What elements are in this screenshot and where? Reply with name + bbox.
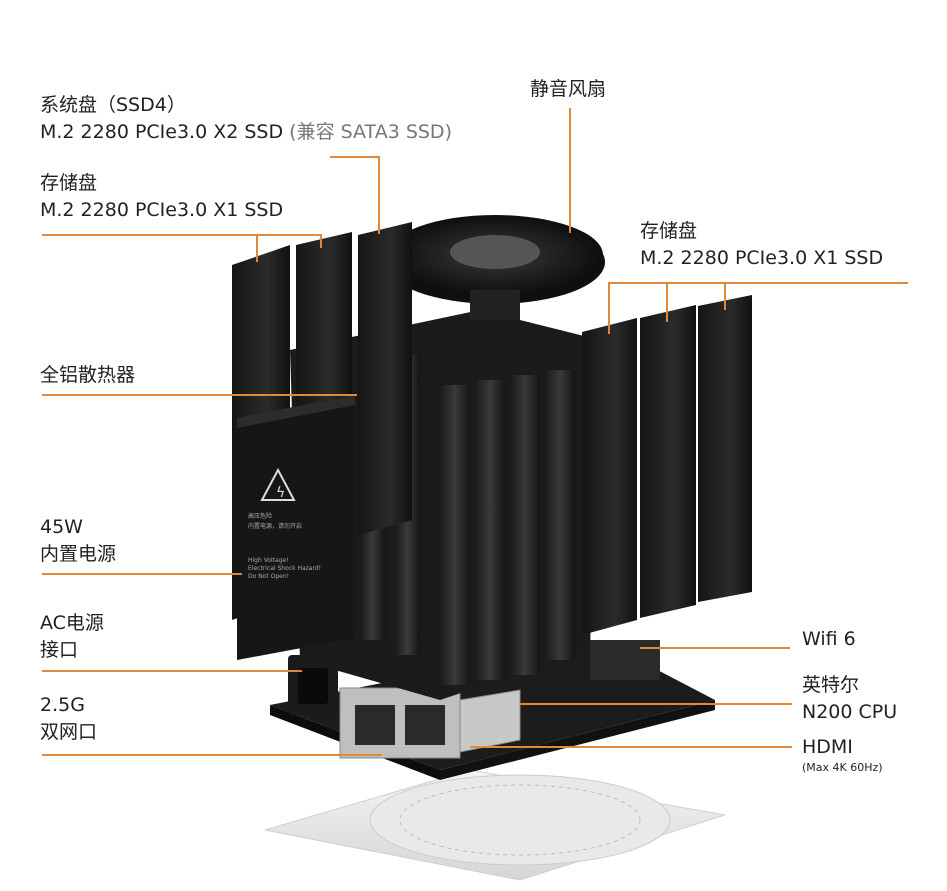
hdmi-title: HDMI xyxy=(802,736,853,758)
heatsink-title: 全铝散热器 xyxy=(40,364,136,386)
svg-text:ϟ: ϟ xyxy=(276,485,285,501)
system-disk-title: 系统盘（SSD4） xyxy=(40,94,186,116)
fan xyxy=(385,215,605,320)
callout-line-wifi xyxy=(640,647,790,649)
lan-sub: 双网口 xyxy=(40,721,98,743)
psu-label-cn1: 高压危险 xyxy=(248,512,272,520)
system-disk-compat: (兼容 SATA3 SSD) xyxy=(289,121,452,143)
lan-title: 2.5G xyxy=(40,694,85,716)
psu-label: 45W 内置电源 xyxy=(40,514,116,568)
lan-label: 2.5G 双网口 xyxy=(40,692,97,746)
ac-label: AC电源 接口 xyxy=(40,610,104,664)
bottom-cover-plate xyxy=(264,769,726,881)
callout-vline-storage-right-3 xyxy=(724,282,726,310)
wifi-title: Wifi 6 xyxy=(802,628,856,650)
cpu-label: 英特尔 N200 CPU xyxy=(802,672,897,726)
storage-right-title: 存储盘 xyxy=(640,220,698,242)
fan-label: 静音风扇 xyxy=(530,76,606,103)
callout-line-hdmi xyxy=(470,746,792,748)
callout-vline-fan xyxy=(569,108,571,233)
psu-label-en2: Electrical Shock Hazard! xyxy=(248,565,321,572)
heatsink-label: 全铝散热器 xyxy=(40,362,135,389)
right-ssds xyxy=(582,295,752,635)
wifi-label: Wifi 6 xyxy=(802,626,856,653)
system-disk-label: 系统盘（SSD4） M.2 2280 PCIe3.0 X2 SSD (兼容 SA… xyxy=(40,92,452,146)
cpu-brand: 英特尔 xyxy=(802,674,860,696)
storage-right-label: 存储盘 M.2 2280 PCIe3.0 X1 SSD xyxy=(640,218,883,272)
psu: ϟ 高压危险 内置电源，请勿开启 High Voltage! Electrica… xyxy=(237,395,355,660)
psu-label-en3: Do Not Open! xyxy=(248,573,289,580)
hdmi-port xyxy=(459,689,521,753)
storage-left-spec: M.2 2280 PCIe3.0 X1 SSD xyxy=(40,199,284,221)
callout-vline-storage-left-1 xyxy=(256,234,258,262)
psu-sub: 内置电源 xyxy=(40,543,117,565)
callout-line-storage-right xyxy=(608,282,908,284)
psu-label-cn2: 内置电源，请勿开启 xyxy=(248,522,302,530)
heatsink xyxy=(290,310,600,700)
callout-line-storage-left xyxy=(42,234,322,236)
psu-title: 45W xyxy=(40,516,83,538)
callout-vline-storage-right-2 xyxy=(666,282,668,322)
callout-line-ac xyxy=(42,670,302,672)
callout-line-system-disk xyxy=(330,156,380,158)
wifi-card xyxy=(590,640,660,680)
callout-vline-system-disk xyxy=(378,156,380,234)
fan-title: 静音风扇 xyxy=(530,78,607,100)
warning-icon xyxy=(260,467,296,501)
psu-label-en1: High Voltage! xyxy=(248,557,289,564)
callout-vline-storage-right-1 xyxy=(608,282,610,334)
callout-line-lan xyxy=(42,754,382,756)
storage-left-label: 存储盘 M.2 2280 PCIe3.0 X1 SSD xyxy=(40,170,283,224)
callout-line-cpu xyxy=(520,703,792,705)
ac-sub: 接口 xyxy=(40,639,79,661)
hdmi-label: HDMI (Max 4K 60Hz) xyxy=(802,734,883,775)
callout-line-psu xyxy=(42,573,242,575)
hdmi-note: (Max 4K 60Hz) xyxy=(802,761,883,774)
ac-title: AC电源 xyxy=(40,612,104,634)
callout-line-heatsink xyxy=(42,394,357,396)
storage-right-spec: M.2 2280 PCIe3.0 X1 SSD xyxy=(640,247,884,269)
cpu-model: N200 CPU xyxy=(802,701,898,723)
storage-left-title: 存储盘 xyxy=(40,172,98,194)
callout-vline-storage-left-2 xyxy=(320,234,322,248)
system-disk-spec: M.2 2280 PCIe3.0 X2 SSD xyxy=(40,121,284,143)
